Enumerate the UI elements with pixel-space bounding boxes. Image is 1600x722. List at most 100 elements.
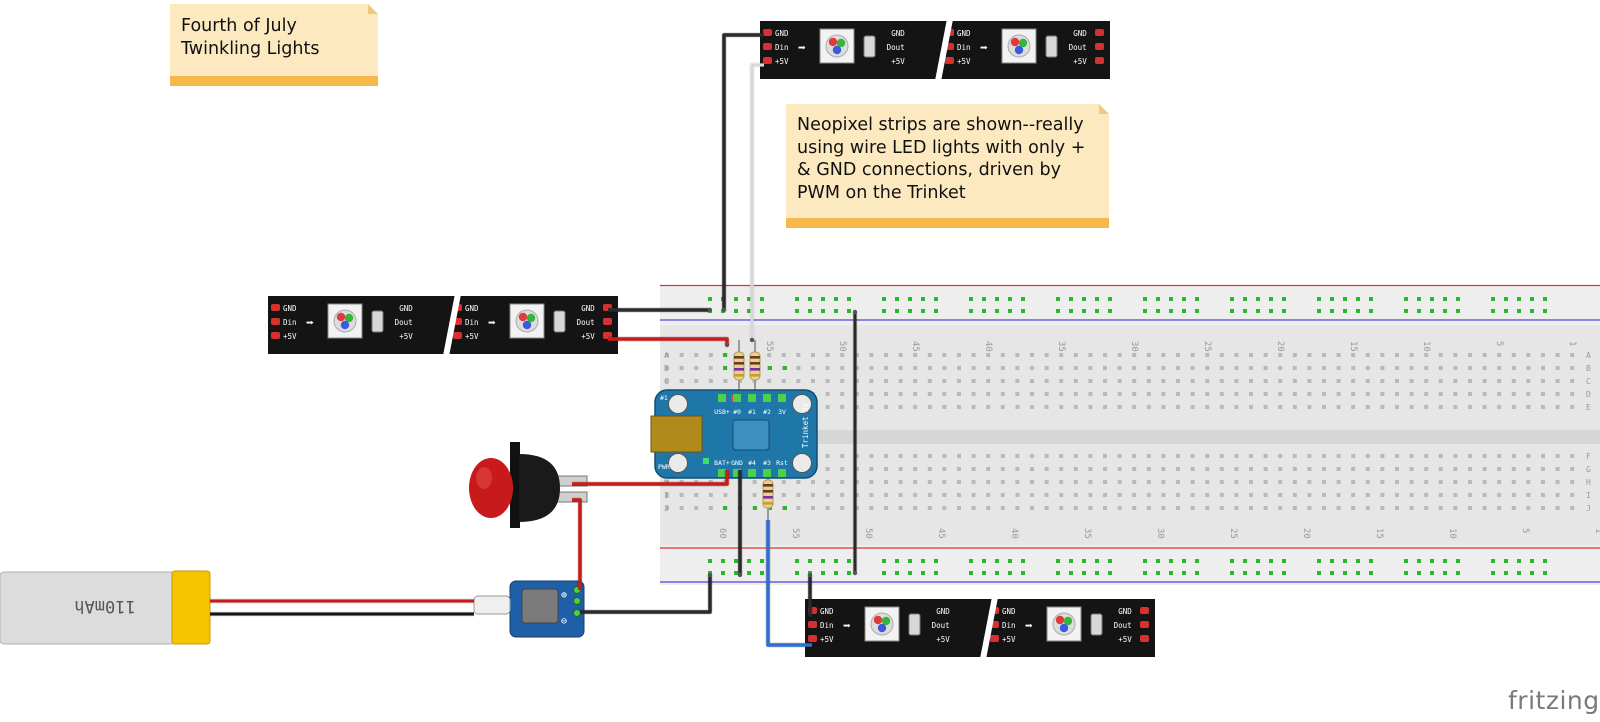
breadboard-hole (825, 405, 830, 409)
breadboard-hole (957, 392, 961, 396)
data-arrow-icon: ➡ (843, 619, 851, 634)
led-red-die (1010, 37, 1020, 47)
trinket-pin-label: USB+ (714, 408, 730, 416)
breadboard-hole (1380, 379, 1385, 383)
breadboard-hole (1482, 493, 1487, 497)
breadboard-hole (1030, 353, 1034, 357)
rail-hole (747, 571, 751, 575)
breadboard-hole (1541, 467, 1545, 471)
breadboard-hole (1365, 366, 1370, 370)
breadboard-hole (1015, 480, 1020, 484)
breadboard-hole (1146, 454, 1151, 458)
breadboard-hole (1336, 493, 1341, 497)
trinket-pin (748, 394, 756, 402)
breadboard-hole (767, 353, 772, 357)
rail-hole (834, 297, 838, 301)
breadboard-hole (1438, 392, 1443, 396)
rail-hole (982, 309, 986, 313)
breadboard-hole (1336, 392, 1341, 396)
breadboard-hole (1453, 379, 1458, 383)
rail-hole (1230, 309, 1234, 313)
breadboard-hole (825, 392, 830, 396)
rail-hole (1056, 559, 1060, 563)
rail-hole (1356, 571, 1360, 575)
rail-hole (1243, 571, 1247, 575)
rail-hole (921, 309, 925, 313)
strip-pin-label: +5V (465, 332, 479, 341)
rail-hole (1430, 559, 1434, 563)
breadboard-hole (1176, 506, 1180, 510)
breadboard-hole (665, 480, 669, 484)
breadboard-hole (1219, 493, 1224, 497)
breadboard-hole (971, 353, 976, 357)
breadboard-hole (708, 366, 713, 370)
breadboard-hole (1000, 467, 1005, 471)
breadboard-hole (1088, 493, 1093, 497)
breadboard-hole (1146, 392, 1151, 396)
breadboard-hole (942, 480, 947, 484)
rail-hole (1417, 571, 1421, 575)
rail-hole (969, 559, 973, 563)
breadboard-hole (781, 480, 786, 484)
breadboard-hole (1409, 506, 1414, 510)
breadboard-hole (1409, 366, 1414, 370)
breadboard-hole (898, 353, 903, 357)
resistor-band (763, 490, 773, 493)
breadboard-hole (1132, 392, 1137, 396)
column-number: 60 (717, 528, 727, 539)
rail-hole (1069, 559, 1073, 563)
column-number: 1 (1567, 341, 1577, 346)
breadboard-hole (1526, 405, 1531, 409)
breadboard-hole (1103, 353, 1107, 357)
breadboard-hole (1409, 493, 1414, 497)
breadboard-hole (1292, 405, 1297, 409)
note-fold (1099, 104, 1109, 114)
data-arrow-icon: ➡ (306, 316, 314, 331)
column-number: 30 (1129, 341, 1139, 352)
breadboard-hole (942, 493, 947, 497)
wire-top-data-edge (751, 64, 764, 340)
breadboard-hole (1395, 454, 1399, 458)
breadboard-hole (1132, 353, 1137, 357)
breadboard-hole (1073, 366, 1078, 370)
rail-hole (1543, 309, 1547, 313)
breadboard-hole (1190, 353, 1195, 357)
breadboard-hole (679, 506, 684, 510)
column-number: 55 (790, 528, 800, 539)
breadboard-hole (1526, 493, 1531, 497)
resistor-2 (749, 340, 761, 392)
breadboard-hole (1292, 392, 1297, 396)
connected-hole (723, 353, 727, 357)
rail-hole (882, 309, 886, 313)
breadboard-hole (708, 353, 713, 357)
breadboard-hole (1351, 493, 1356, 497)
rail-hole (734, 571, 738, 575)
breadboard-hole (1278, 480, 1283, 484)
strip-pin-label: Din (957, 43, 971, 52)
rail-hole (1404, 559, 1408, 563)
rail-hole (734, 297, 738, 301)
breadboard-hole (1438, 480, 1443, 484)
resistor-band (734, 356, 744, 359)
breadboard-hole (1088, 405, 1093, 409)
rail-hole (934, 559, 938, 563)
strip-pin-label: +5V (1073, 57, 1087, 66)
led-red-die (336, 312, 346, 322)
rail-hole (1317, 297, 1321, 301)
breadboard-hole (694, 366, 699, 370)
breadboard-hole (679, 366, 684, 370)
breadboard-hole (1249, 467, 1253, 471)
resistor-band (734, 362, 744, 365)
breadboard-hole (1351, 366, 1356, 370)
breadboard-hole (1541, 506, 1545, 510)
resistor-band (750, 374, 760, 377)
breadboard-hole (854, 353, 859, 357)
breadboard-hole (942, 454, 947, 458)
rail-hole (1082, 559, 1086, 563)
breadboard-hole (927, 366, 932, 370)
wire-end (852, 570, 858, 576)
note-fold (368, 4, 378, 14)
breadboard-hole (971, 493, 976, 497)
breadboard-hole (1570, 493, 1575, 497)
